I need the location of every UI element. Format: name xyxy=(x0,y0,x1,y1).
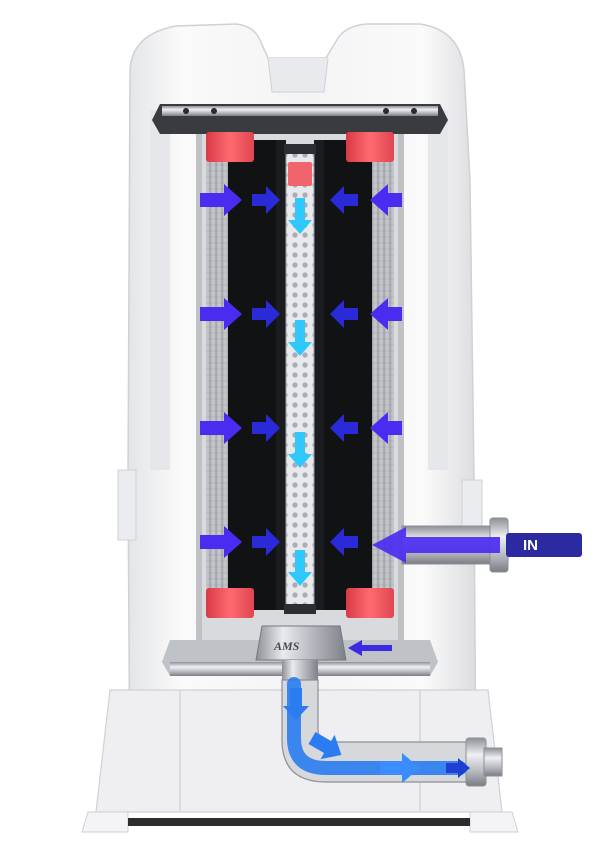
arrow-down-icon xyxy=(288,550,312,586)
filter-cartridge-left xyxy=(206,132,286,618)
arrow-left-icon xyxy=(330,300,358,328)
top-end-cap-left xyxy=(206,132,254,162)
arrow-right-icon xyxy=(252,300,280,328)
arrow-down-icon xyxy=(283,688,309,720)
arrow-right-icon xyxy=(252,186,280,214)
arrow-right-icon xyxy=(380,753,420,783)
arrow-left-icon xyxy=(348,640,392,656)
filter-cartridge-right xyxy=(314,132,394,618)
top-plate xyxy=(152,104,448,134)
arrow-right-icon xyxy=(252,414,280,442)
arrow-down-icon xyxy=(288,198,312,234)
arrow-left-icon xyxy=(370,412,402,444)
arrow-right-icon xyxy=(308,731,342,760)
arrow-left-icon xyxy=(330,528,358,556)
arrow-right-icon xyxy=(200,526,242,558)
inlet-label: IN xyxy=(523,537,538,554)
arrow-down-icon xyxy=(288,320,312,356)
inlet-flow-bar xyxy=(506,533,582,557)
flow-arrows xyxy=(200,184,500,783)
arrow-left-icon xyxy=(370,184,402,216)
arrow-right-icon xyxy=(252,528,280,556)
arrow-left-icon xyxy=(330,414,358,442)
bottom-end-cap-right xyxy=(346,588,394,618)
logo-text: AMS xyxy=(273,639,300,653)
arrow-left-icon xyxy=(330,186,358,214)
top-end-cap-right xyxy=(346,132,394,162)
arrow-right-icon xyxy=(446,758,470,778)
arrow-left-icon xyxy=(372,527,500,563)
arrow-right-icon xyxy=(200,184,242,216)
arrow-left-icon xyxy=(370,298,402,330)
bottom-end-cap-left xyxy=(206,588,254,618)
arrow-right-icon xyxy=(200,298,242,330)
arrow-down-icon xyxy=(288,432,312,468)
core-top-cap xyxy=(288,162,312,186)
arrow-right-icon xyxy=(200,412,242,444)
